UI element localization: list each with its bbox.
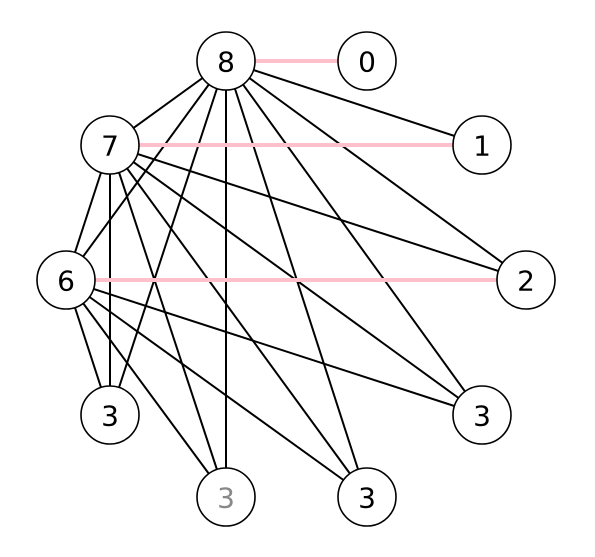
edges-layer <box>65 59 527 498</box>
node-circle <box>36 250 96 310</box>
node-label: 8 <box>217 46 235 79</box>
node-circle <box>196 31 256 91</box>
edge-n8-n3b <box>225 60 483 416</box>
edge-n6-n3d <box>65 279 368 498</box>
edge-n8-n3a <box>109 60 227 416</box>
node-circle <box>337 31 397 91</box>
edge-n6-n3c <box>65 279 227 498</box>
node-n8: 8 <box>196 31 256 91</box>
node-circle <box>452 385 512 445</box>
node-label: 0 <box>358 46 376 79</box>
node-circle <box>196 467 256 527</box>
node-label: 3 <box>473 400 491 433</box>
node-circle <box>496 250 556 310</box>
edge-n8-n2 <box>225 60 527 281</box>
node-label: 3 <box>101 400 119 433</box>
node-n7: 7 <box>80 115 140 175</box>
node-n6: 6 <box>36 250 96 310</box>
node-circle <box>80 115 140 175</box>
nodes-layer: 8 0 7 1 6 2 3 3 3 3 <box>36 31 556 527</box>
node-n2: 2 <box>496 250 556 310</box>
node-n3a: 3 <box>80 385 140 445</box>
edge-n8-n1 <box>225 60 483 146</box>
node-circle <box>337 467 397 527</box>
edge-n7-n3d <box>109 144 368 498</box>
node-circle <box>80 385 140 445</box>
node-n3b: 3 <box>452 385 512 445</box>
node-label: 6 <box>57 265 75 298</box>
edge-n6-n3b <box>65 279 483 416</box>
node-circle <box>452 115 512 175</box>
edge-n7-n3c <box>109 144 227 498</box>
node-label: 7 <box>101 130 119 163</box>
node-label: 3 <box>217 482 235 515</box>
edge-n7-n2 <box>109 144 527 281</box>
node-n3c: 3 <box>196 467 256 527</box>
node-label: 3 <box>358 482 376 515</box>
node-label: 2 <box>517 265 535 298</box>
node-label: 1 <box>473 130 491 163</box>
node-n0: 0 <box>337 31 397 91</box>
node-n3d: 3 <box>337 467 397 527</box>
node-n1: 1 <box>452 115 512 175</box>
